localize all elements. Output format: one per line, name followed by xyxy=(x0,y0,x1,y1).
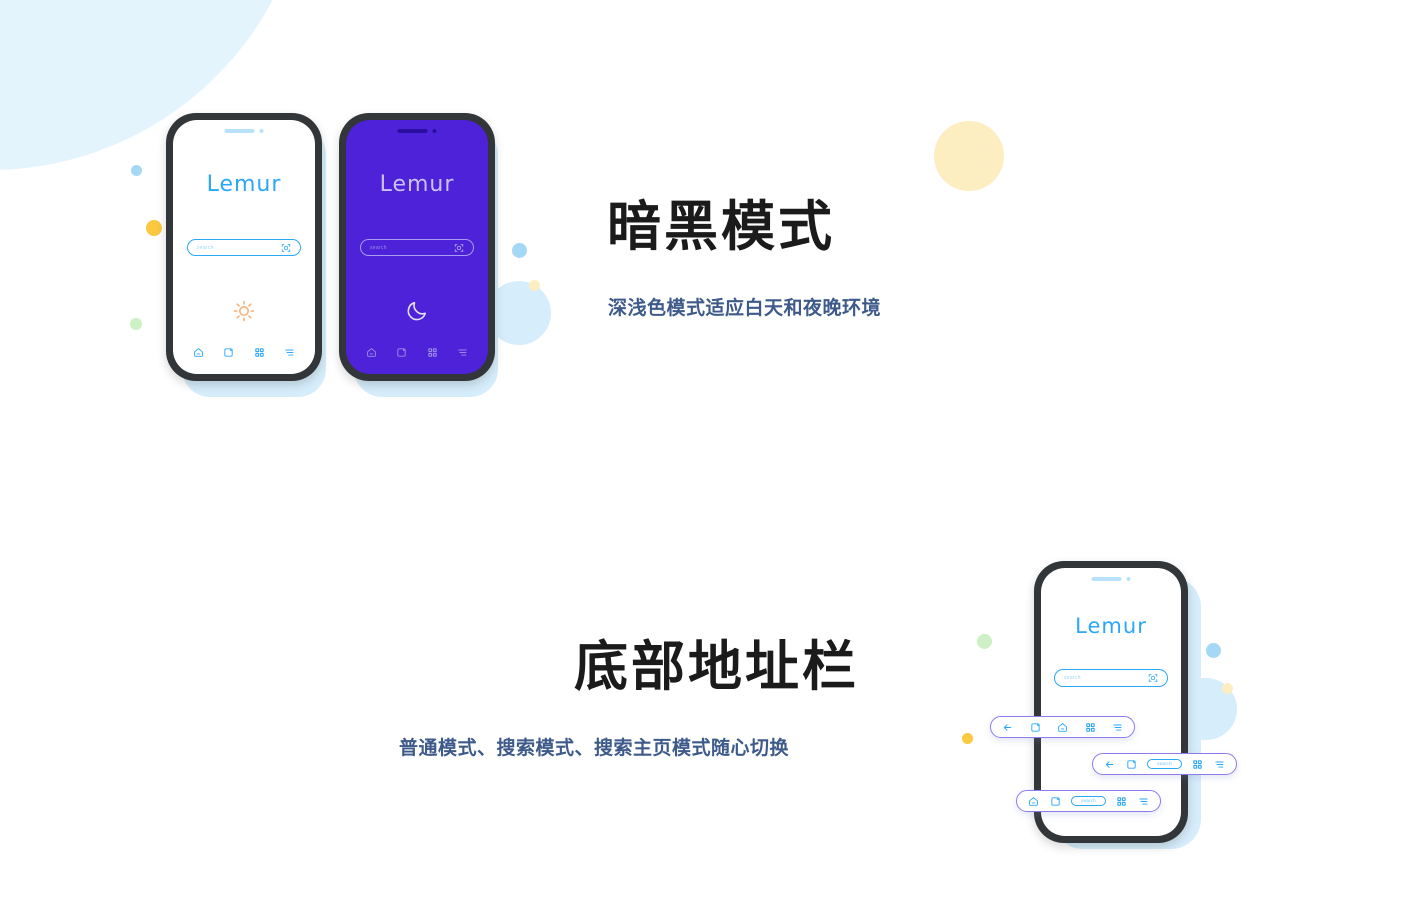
speaker-bar-icon xyxy=(1091,577,1122,581)
address-search-placeholder: search xyxy=(1064,675,1081,681)
speaker-bar-icon xyxy=(397,129,428,133)
apps-grid-icon[interactable] xyxy=(1192,759,1203,770)
home-icon[interactable] xyxy=(1028,796,1039,807)
toolbar-search-mode[interactable]: search xyxy=(1092,753,1237,775)
dark-search-placeholder: search xyxy=(370,244,387,251)
brand-logo-dark: Lemur xyxy=(379,172,455,197)
menu-icon[interactable] xyxy=(1214,759,1225,770)
dot-green-lower-decoration xyxy=(977,634,992,649)
speaker-bar-icon xyxy=(224,129,255,133)
scan-icon[interactable] xyxy=(281,243,291,253)
address-bar-heading: 底部地址栏 xyxy=(574,637,859,697)
address-search-bar[interactable]: search xyxy=(1054,669,1168,687)
dot-blue-left-decoration xyxy=(131,165,142,176)
dot-yellow-left-decoration xyxy=(146,220,162,236)
dot-green-left-decoration xyxy=(130,318,142,330)
tabs-icon[interactable] xyxy=(1030,722,1041,733)
phone-speaker xyxy=(397,129,437,133)
brand-logo-light: Lemur xyxy=(206,172,282,197)
menu-icon[interactable] xyxy=(284,347,295,358)
moon-icon xyxy=(405,299,429,323)
light-phone-navbar[interactable] xyxy=(173,347,315,358)
apps-grid-icon[interactable] xyxy=(1085,722,1096,733)
camera-dot-icon xyxy=(432,129,437,133)
dot-yellow-lower-a-decoration xyxy=(1222,683,1233,694)
home-icon[interactable] xyxy=(193,347,204,358)
dark-mode-indicator xyxy=(346,299,488,323)
light-search-placeholder: search xyxy=(197,244,214,251)
light-mode-phone[interactable]: Lemur search xyxy=(166,113,322,381)
camera-dot-icon xyxy=(1126,577,1131,581)
phone-speaker xyxy=(1091,577,1131,581)
brand-logo-address: Lemur xyxy=(1075,614,1147,638)
dark-mode-heading: 暗黑模式 xyxy=(607,197,835,257)
apps-grid-icon[interactable] xyxy=(427,347,438,358)
dark-phone-navbar[interactable] xyxy=(346,347,488,358)
dot-yellow-lower-b-decoration xyxy=(962,733,973,744)
sun-icon xyxy=(233,300,255,322)
tabs-icon[interactable] xyxy=(223,347,234,358)
tabs-icon[interactable] xyxy=(396,347,407,358)
apps-grid-icon[interactable] xyxy=(254,347,265,358)
home-icon[interactable] xyxy=(366,347,377,358)
back-arrow-icon[interactable] xyxy=(1002,722,1013,733)
camera-dot-icon xyxy=(259,129,264,133)
phone-speaker xyxy=(224,129,264,133)
dot-yellow-mid-decoration xyxy=(529,280,540,291)
toolbar-search-home-mode[interactable]: search xyxy=(1016,790,1161,812)
search-pill[interactable]: search xyxy=(1071,795,1106,807)
dot-blue-mid-decoration xyxy=(512,243,527,258)
circle-yellow-large-decoration xyxy=(934,121,1004,191)
light-phone-screen: Lemur search xyxy=(173,120,315,374)
dark-mode-subheading: 深浅色模式适应白天和夜晚环境 xyxy=(608,298,882,319)
menu-icon[interactable] xyxy=(1138,796,1149,807)
dark-mode-phone[interactable]: Lemur search xyxy=(339,113,495,381)
scan-icon[interactable] xyxy=(454,243,464,253)
apps-grid-icon[interactable] xyxy=(1116,796,1127,807)
light-search-bar[interactable]: search xyxy=(187,239,301,256)
dark-phone-screen: Lemur search xyxy=(346,120,488,374)
light-mode-indicator xyxy=(173,300,315,322)
scan-icon[interactable] xyxy=(1148,673,1158,683)
tabs-icon[interactable] xyxy=(1050,796,1061,807)
back-arrow-icon[interactable] xyxy=(1104,759,1115,770)
search-pill[interactable]: search xyxy=(1147,758,1182,770)
tabs-icon[interactable] xyxy=(1126,759,1137,770)
address-bar-subheading: 普通模式、搜索模式、搜索主页模式随心切换 xyxy=(399,738,790,759)
dark-search-bar[interactable]: search xyxy=(360,239,474,256)
home-icon[interactable] xyxy=(1057,722,1068,733)
menu-icon[interactable] xyxy=(1112,722,1123,733)
menu-icon[interactable] xyxy=(457,347,468,358)
toolbar-normal-mode[interactable] xyxy=(990,716,1135,738)
dot-blue-lower-decoration xyxy=(1206,643,1221,658)
